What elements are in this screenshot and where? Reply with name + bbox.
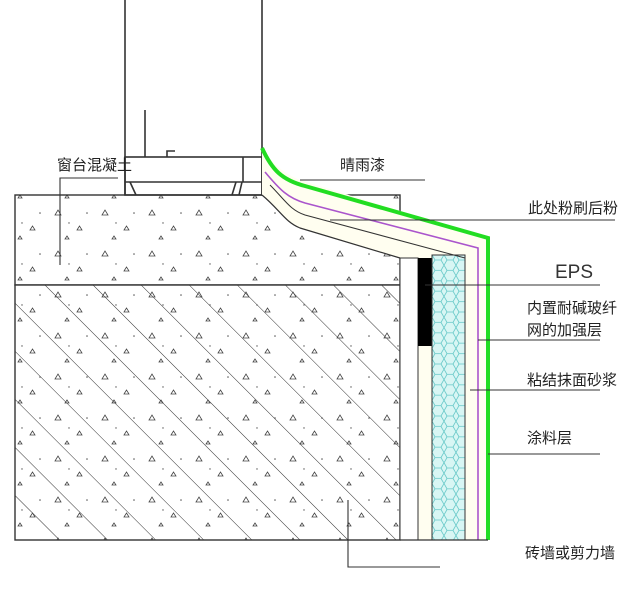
brick-or-shear-wall: [14, 284, 401, 541]
label-eps: EPS: [555, 262, 593, 283]
leader-lines: [59, 177, 615, 568]
label-wall: 砖墙或剪力墙: [525, 544, 615, 562]
label-coating: 涂料层: [527, 429, 572, 447]
label-plaster-note: 此处粉刷后粉: [528, 199, 618, 217]
label-mesh-line2: 网的加强层: [527, 321, 602, 339]
black-strip: [418, 258, 432, 346]
insulation-layers: [260, 147, 490, 541]
coating-layer: [260, 147, 490, 540]
label-mortar: 粘结抹面砂浆: [527, 371, 617, 389]
label-mesh-line1: 内置耐碱玻纤: [527, 299, 617, 317]
mesh-layer: [264, 171, 479, 540]
eps-board: [431, 254, 466, 541]
label-sill-concrete: 窗台混凝土: [57, 156, 132, 174]
label-weather-paint: 晴雨漆: [340, 156, 385, 174]
window-frame: [124, 0, 263, 196]
